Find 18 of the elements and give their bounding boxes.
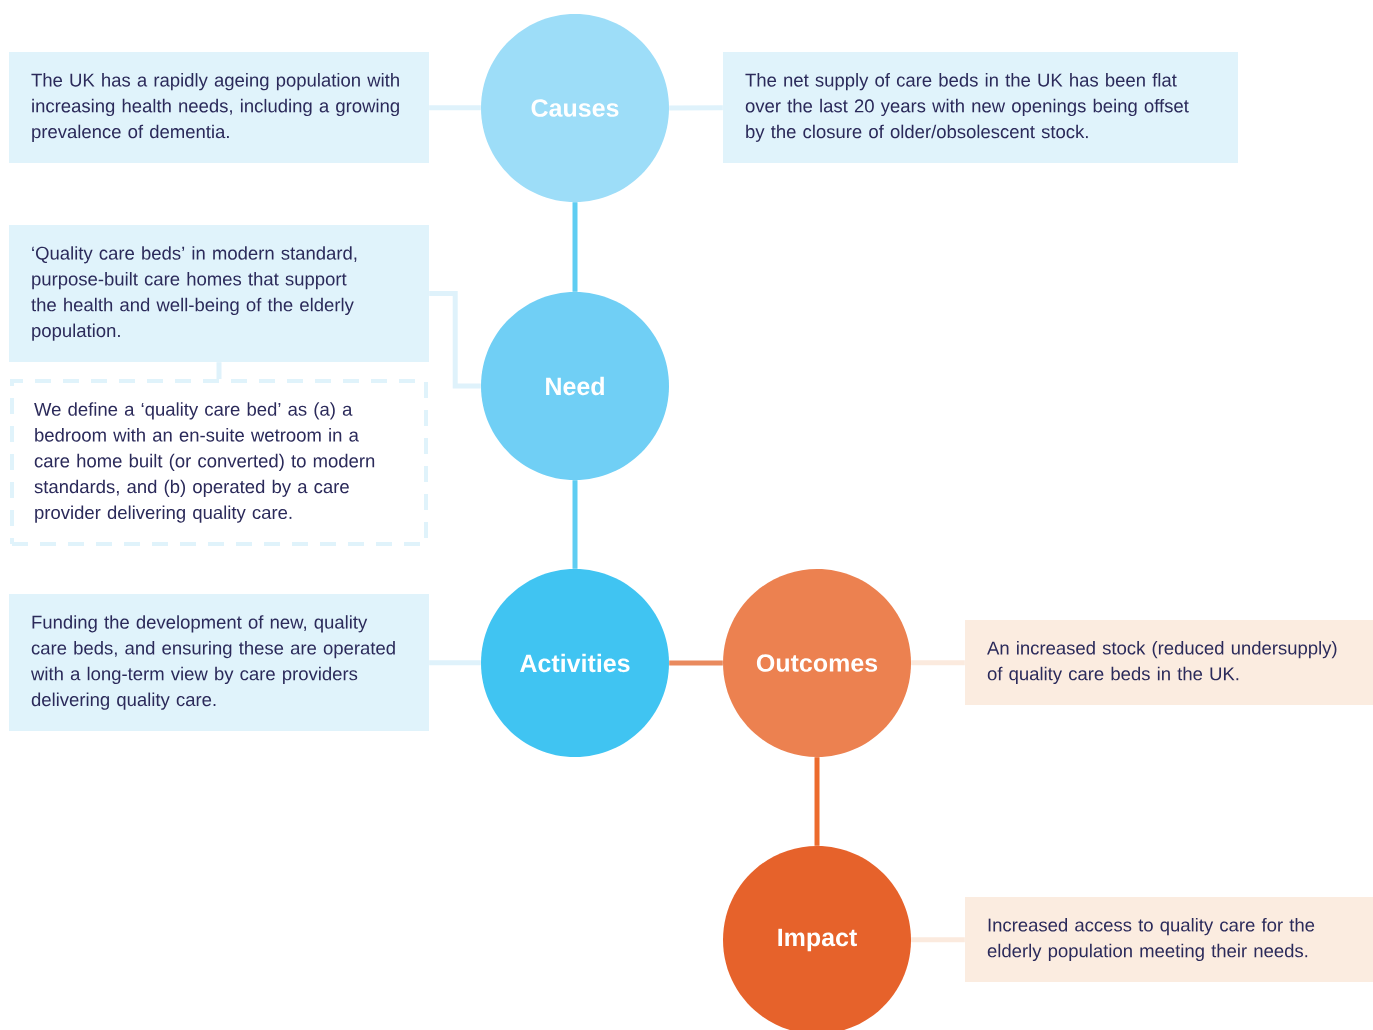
definition-box: We define a ‘quality care bed’ as (a) a bedroom with an en-suite wetroom in a care home built (or converted) to modern standards, and (b) operated by a care provider delivering quality care.: [10, 379, 428, 546]
connector-line: [911, 937, 965, 943]
connector-line: [814, 757, 820, 846]
connector-line: [429, 105, 481, 111]
connector-line: [669, 660, 723, 666]
text-box: An increased stock (reduced undersupply) of quality care beds in the UK.: [965, 620, 1373, 705]
connector-line: [572, 202, 578, 292]
connector-line: [216, 362, 222, 379]
text-box: Funding the development of new, quality care beds, and ensuring these are operated with a long-term view by care providers delivering quality care.: [9, 594, 429, 731]
text-box: ‘Quality care beds’ in modern standard, purpose-built care homes that support the health and well-being of the elderly population.: [9, 225, 429, 362]
text-box: The UK has a rapidly ageing population with increasing health needs, including a growing prevalence of dementia.: [9, 52, 429, 163]
connector-line: [911, 660, 965, 666]
connector-line: [429, 660, 481, 666]
text-box: Increased access to quality care for the elderly population meeting their needs.: [965, 897, 1373, 982]
connector-line: [429, 291, 481, 389]
text-box: The net supply of care beds in the UK has been flat over the last 20 years with new openings being offset by the closure of older/obsolescent stock.: [723, 52, 1238, 163]
connector-line: [669, 105, 723, 111]
connector-line: [572, 480, 578, 569]
